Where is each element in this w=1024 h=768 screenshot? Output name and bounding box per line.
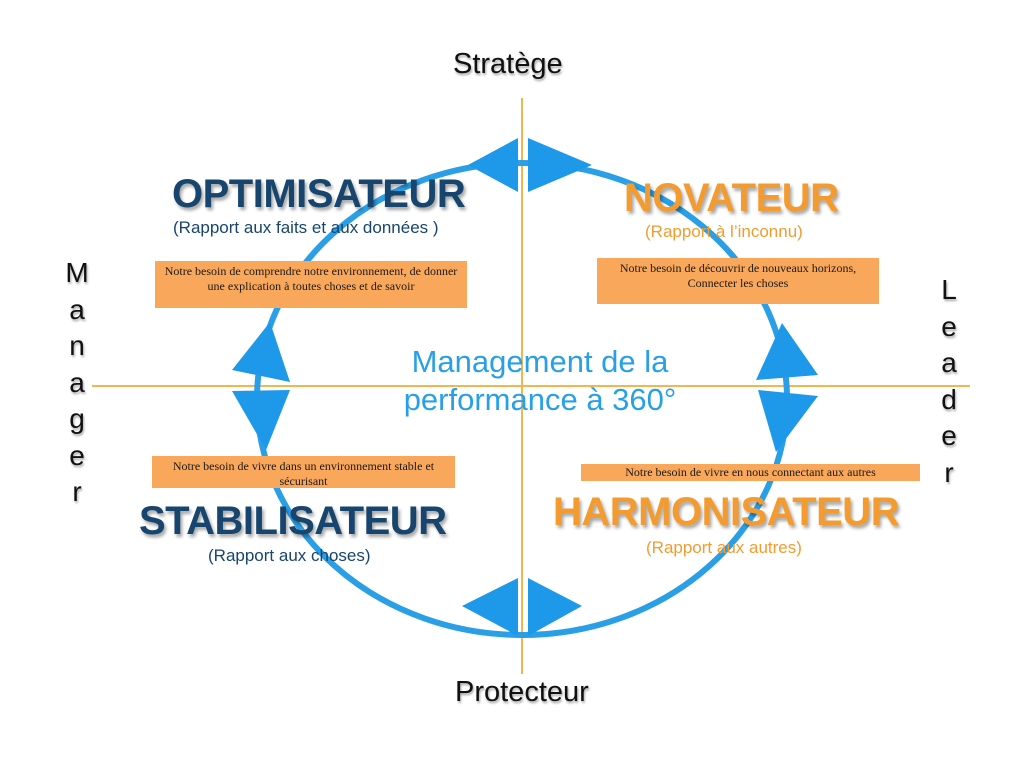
arrow-right-upper (756, 323, 818, 380)
manager-letter: e (69, 439, 85, 471)
leader-letter: e (941, 310, 957, 342)
novateur-need-box: Notre besoin de découvrir de nouveaux ho… (597, 258, 879, 304)
leader-letter: a (941, 347, 957, 378)
harmonisateur-need-box: Notre besoin de vivre en nous connectant… (581, 464, 920, 481)
center-title: Management de la performance à 360° (340, 343, 740, 419)
leader-letter: L (941, 274, 957, 305)
leader-letter: r (944, 456, 954, 488)
manager-letter: a (69, 366, 85, 398)
novateur-title: NOVATEUR (624, 176, 839, 220)
stabilisateur-title: STABILISATEUR (139, 499, 447, 543)
arrow-left-upper (232, 322, 290, 382)
manager-letter: g (69, 403, 85, 434)
novateur-subtitle: (Rapport à l’inconnu) (645, 222, 803, 241)
leader-letter: d (941, 383, 957, 415)
harmonisateur-subtitle: (Rapport aux autres) (646, 538, 802, 557)
optimisateur-title: OPTIMISATEUR (172, 172, 466, 216)
novateur-need-line1: Notre besoin de découvrir de nouveaux ho… (619, 261, 857, 275)
axis-top-stratege: Stratège (453, 48, 563, 80)
arrow-bottom-right (528, 578, 582, 636)
manager-letter: r (72, 476, 82, 507)
optimisateur-need-box: Notre besoin de comprendre notre environ… (155, 261, 467, 308)
stabilisateur-need-box: Notre besoin de vivre dans un environnem… (152, 456, 455, 488)
manager-letter: a (69, 293, 85, 325)
axis-left-manager: M a n a g e r (62, 255, 92, 511)
harmonisateur-title: HARMONISATEUR (553, 490, 900, 534)
center-title-line1: Management de la (411, 344, 669, 379)
cycle-arrows (232, 138, 818, 636)
arrow-bottom-left (462, 578, 518, 636)
optimisateur-subtitle: (Rapport aux faits et aux données ) (173, 218, 439, 237)
axis-right-leader: L e a d e r (934, 272, 964, 491)
stabilisateur-subtitle: (Rapport aux choses) (208, 546, 371, 565)
manager-letter: M (65, 257, 89, 288)
manager-letter: n (69, 330, 85, 361)
arrow-left-lower (232, 390, 290, 450)
center-title-line2: performance à 360° (403, 382, 677, 417)
axis-bottom-protecteur: Protecteur (455, 676, 589, 708)
arrow-top-right (528, 138, 592, 192)
leader-letter: e (941, 420, 957, 451)
arrow-right-lower (758, 390, 818, 452)
arrow-top-left (468, 138, 518, 192)
novateur-need-line2: Connecter les choses (687, 276, 789, 290)
